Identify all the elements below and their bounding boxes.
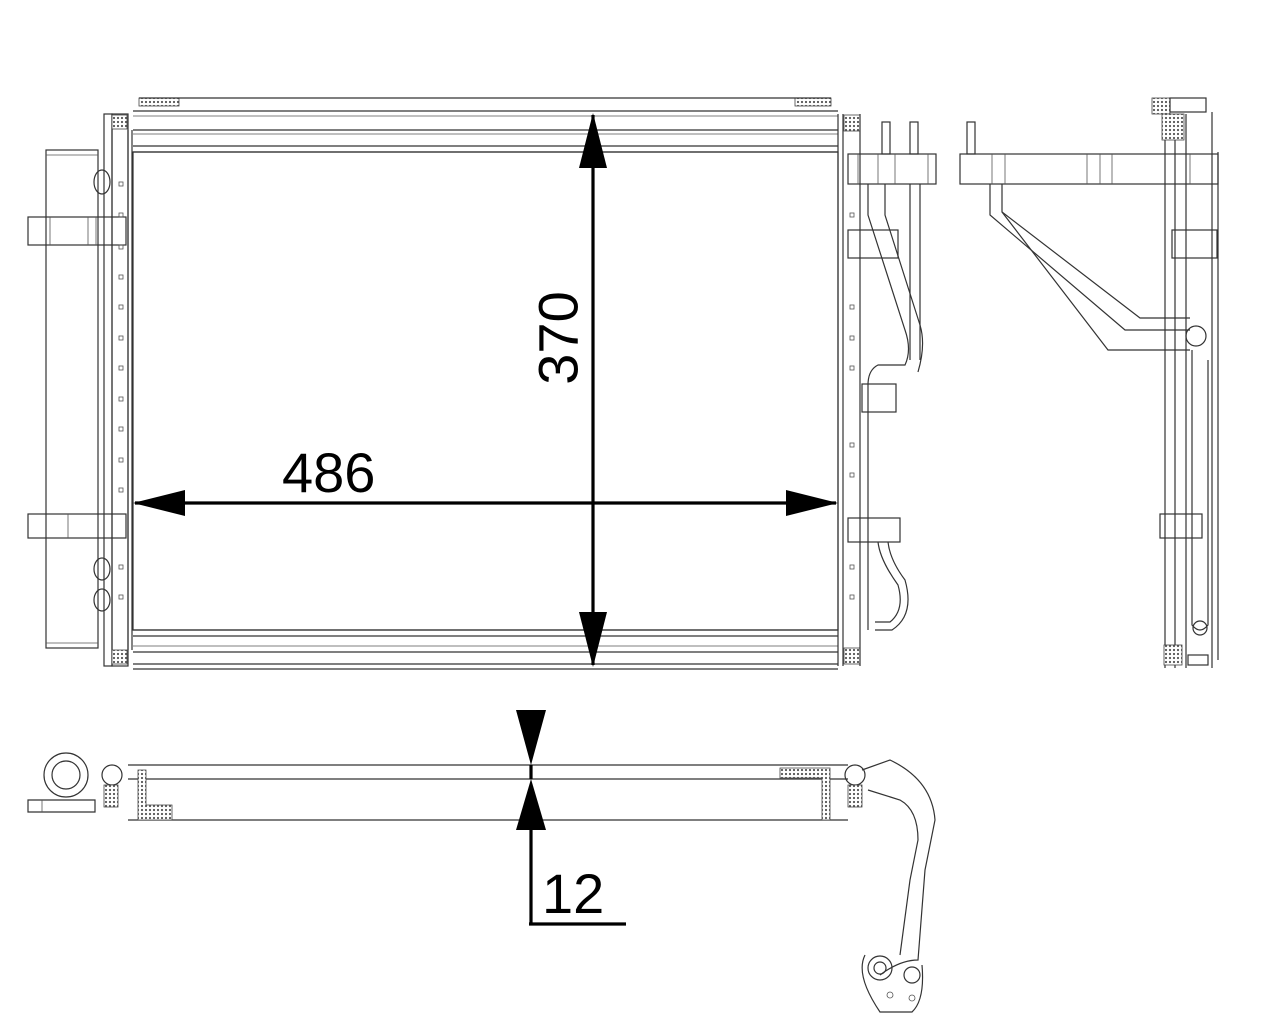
left-clips: [118, 181, 124, 600]
height-dimension-label: 370: [526, 291, 590, 385]
width-dimension-label: 486: [282, 441, 376, 504]
top-rail: [133, 97, 838, 153]
mount-bracket-top: [27, 216, 127, 246]
side-view: [959, 97, 1219, 668]
dimension-width: [133, 490, 838, 516]
bottom-rail: [133, 629, 838, 670]
front-pipework: [847, 121, 937, 631]
dimension-thickness: [516, 710, 626, 926]
front-view: [27, 97, 937, 670]
dimension-height: [579, 113, 607, 667]
thickness-dimension-label: 12: [542, 862, 605, 925]
mount-bracket-bottom: [27, 513, 127, 539]
top-view: [27, 752, 936, 1013]
right-clips: [849, 212, 855, 600]
receiver-drier-tank: [45, 149, 99, 649]
